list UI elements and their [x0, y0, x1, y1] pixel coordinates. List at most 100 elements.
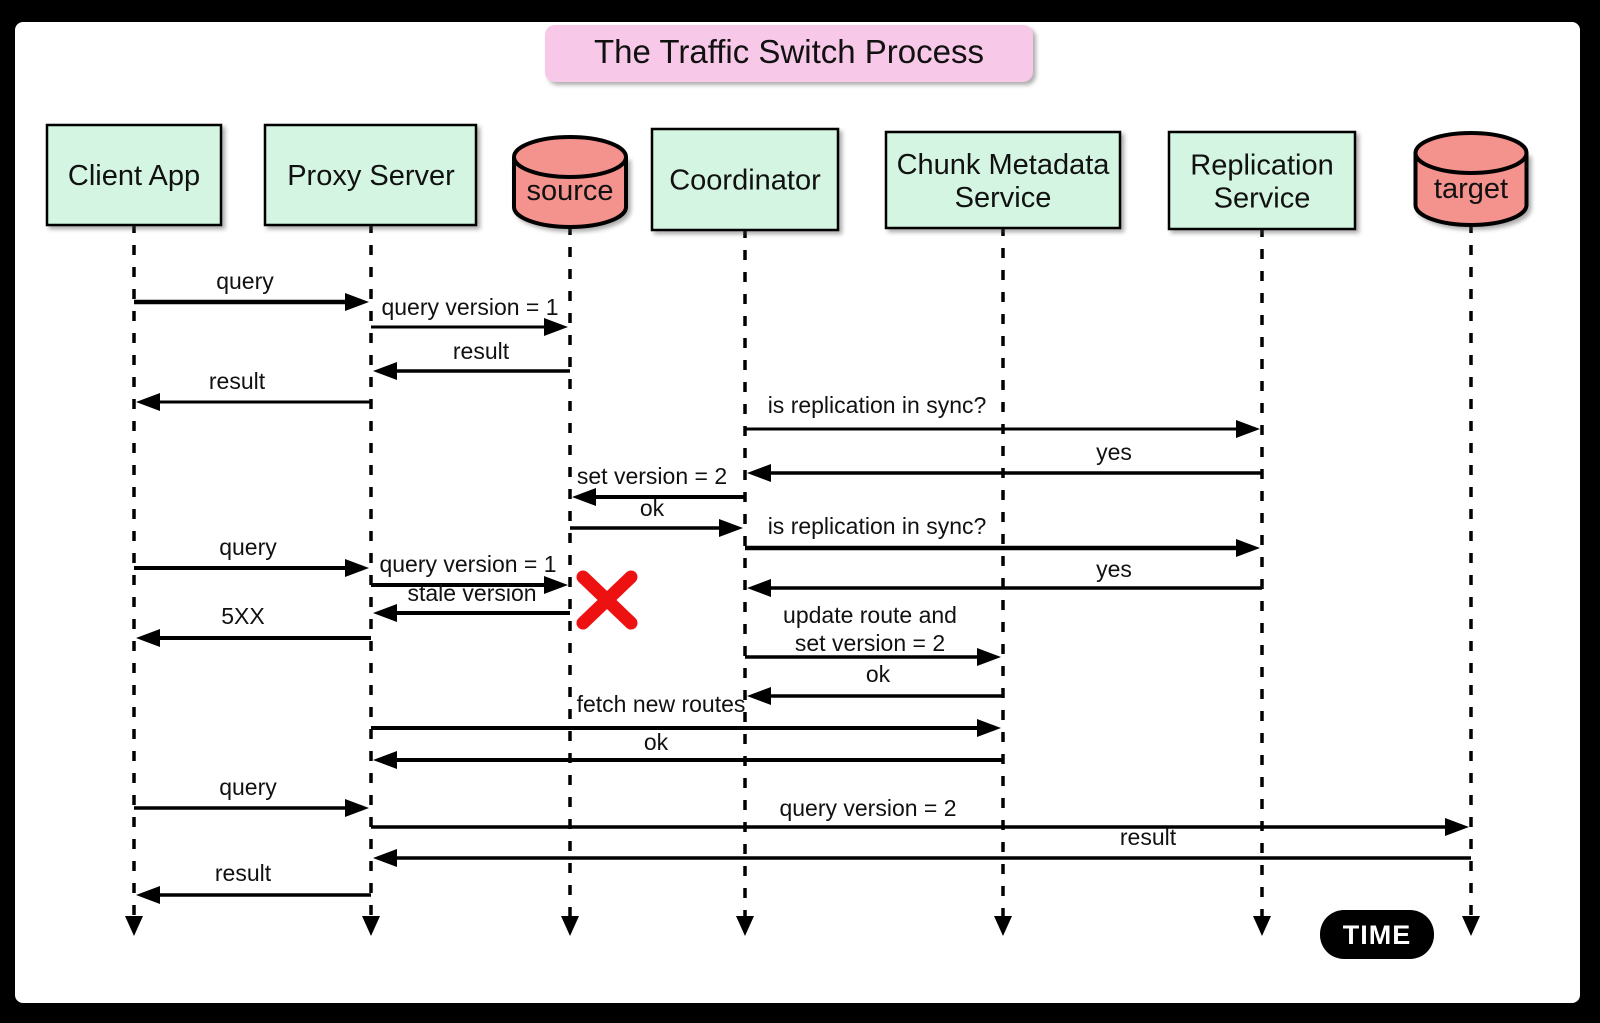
message-label: yes	[1096, 556, 1132, 582]
participant-proxy: Proxy Server	[263, 123, 478, 227]
message-arrowhead-icon	[1445, 818, 1469, 836]
lifeline-end-arrow-icon	[1462, 916, 1480, 936]
participant-label: Proxy Server	[287, 160, 455, 192]
message-arrowhead-icon	[747, 687, 771, 705]
participant-box	[263, 123, 478, 227]
participant-target: target	[1413, 131, 1529, 227]
message-1: query	[134, 268, 369, 311]
message-label: result	[1120, 824, 1177, 850]
lifeline-end-arrow-icon	[561, 916, 579, 936]
participant-box	[650, 127, 840, 232]
message-arrowhead-icon	[136, 629, 160, 647]
message-label: set version = 2	[577, 463, 727, 489]
message-arrowhead-icon	[345, 559, 369, 577]
failure-x-stroke	[576, 570, 638, 630]
message-4: result	[136, 368, 371, 411]
participant-label: target	[1434, 173, 1508, 205]
message-label: query	[216, 268, 274, 294]
message-arrowhead-icon	[373, 751, 397, 769]
lifeline-end-arrow-icon	[362, 916, 380, 936]
participant-box	[1167, 130, 1357, 231]
message-arrowhead-icon	[345, 293, 369, 311]
lifeline-end-arrow-icon	[736, 916, 754, 936]
failure-x-icon	[576, 570, 638, 630]
message-arrowhead-icon	[747, 464, 771, 482]
message-22: result	[136, 860, 371, 904]
lifeline-end-arrow-icon	[994, 916, 1012, 936]
participant-label: source	[526, 175, 613, 207]
message-9: is replication in sync?	[745, 513, 1260, 557]
message-16: ok	[747, 661, 1003, 705]
time-pill: TIME	[1320, 910, 1434, 959]
message-label: is replication in sync?	[768, 392, 987, 418]
message-arrowhead-icon	[1236, 539, 1260, 557]
message-label: result	[209, 368, 266, 394]
participants-layer: Client App Proxy Server source Coordinator C…	[45, 123, 1529, 232]
time-pill-background	[1320, 910, 1434, 959]
message-arrowhead-icon	[544, 576, 568, 594]
message-arrowhead-icon	[373, 604, 397, 622]
message-label: ok	[644, 729, 669, 755]
message-label: query	[219, 534, 277, 560]
message-17: fetch new routes	[371, 691, 1001, 737]
message-label: query version = 2	[779, 795, 956, 821]
participant-label: Coordinator	[669, 165, 821, 197]
participant-source: source	[512, 135, 628, 229]
message-label: result	[215, 860, 272, 886]
message-11: query version = 1	[371, 551, 568, 594]
message-21: result	[373, 824, 1471, 867]
messages-layer: query query version = 1 result result is rep…	[134, 268, 1471, 904]
participant-box	[45, 123, 223, 227]
message-label: 5XX	[221, 603, 264, 629]
message-arrowhead-icon	[136, 886, 160, 904]
message-arrowhead-icon	[544, 318, 568, 336]
message-6: yes	[747, 439, 1262, 482]
message-arrowhead-icon	[373, 849, 397, 867]
message-arrowhead-icon	[136, 393, 160, 411]
participant-client: Client App	[45, 123, 223, 227]
message-label: ok	[866, 661, 891, 687]
title-box	[545, 25, 1033, 82]
message-7: set version = 2	[572, 463, 745, 506]
message-label: query version = 1	[379, 551, 556, 577]
message-19: query	[134, 774, 369, 817]
participant-coordinator: Coordinator	[650, 127, 840, 232]
message-label: query	[219, 774, 277, 800]
participant-box	[884, 130, 1122, 230]
message-label: update route and	[783, 602, 957, 628]
diagram-canvas	[15, 22, 1580, 1003]
message-2: query version = 1	[371, 294, 568, 336]
message-5: is replication in sync?	[745, 392, 1260, 438]
message-3: result	[373, 338, 570, 380]
message-arrowhead-icon	[373, 362, 397, 380]
database-cylinder-top	[1413, 131, 1529, 175]
message-label: query version = 1	[381, 294, 558, 320]
message-label: stale version	[407, 580, 536, 606]
message-18: ok	[373, 729, 1003, 769]
message-label: fetch new routes	[577, 691, 746, 717]
message-label: result	[453, 338, 510, 364]
message-arrowhead-icon	[1236, 420, 1260, 438]
lifeline-end-arrow-icon	[1253, 916, 1271, 936]
message-label: set version = 2	[795, 630, 945, 656]
database-cylinder-top	[512, 135, 628, 179]
time-pill-label: TIME	[1343, 920, 1412, 950]
diagram-title: The Traffic Switch Process	[545, 25, 1033, 82]
message-arrowhead-icon	[345, 799, 369, 817]
message-label: is replication in sync?	[768, 513, 987, 539]
message-8: ok	[570, 495, 743, 537]
participant-label: Client App	[68, 160, 200, 192]
message-10: query	[134, 534, 369, 577]
message-arrowhead-icon	[719, 519, 743, 537]
message-arrowhead-icon	[977, 648, 1001, 666]
message-13: stale version	[373, 580, 570, 622]
message-20: query version = 2	[371, 795, 1469, 836]
message-label: yes	[1096, 439, 1132, 465]
title-text: The Traffic Switch Process	[594, 33, 984, 70]
